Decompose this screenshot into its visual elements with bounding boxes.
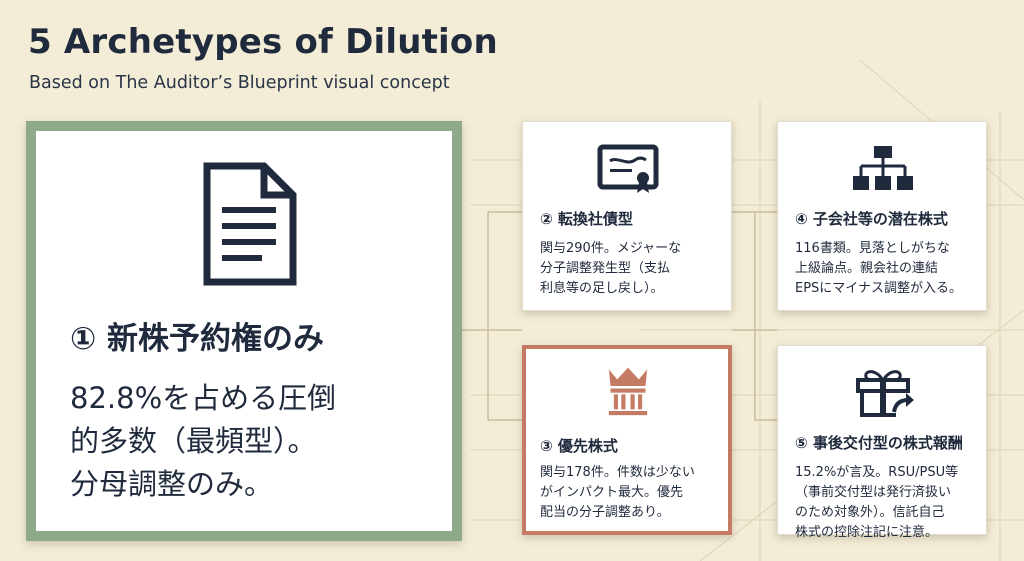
archetype-title-1: ① 新株予約権のみ (70, 321, 325, 357)
archetype-desc-4: 116書類。見落としがちな 上級論点。親会社の連結 EPSにマイナス調整が入る。 (795, 239, 962, 299)
desc-line: 関与178件。件数は少ない (540, 465, 695, 480)
page-title: 5 Archetypes of Dilution (28, 22, 498, 62)
desc-line: EPSにマイナス調整が入る。 (795, 281, 963, 296)
archetype-desc-2: 関与290件。メジャーな 分子調整発生型（支払 利息等の足し戻し）。 (540, 239, 681, 299)
crown-pillar-icon (608, 367, 648, 416)
archetype-card-4: ④ 子会社等の潜在株式 116書類。見落としがちな 上級論点。親会社の連結 EP… (777, 121, 987, 311)
org-chart-icon (853, 146, 913, 190)
archetype-card-1: ① 新株予約権のみ 82.8%を占める圧倒 的多数（最頻型）。 分母調整のみ。 (26, 121, 462, 541)
desc-line: 的多数（最頻型）。 (70, 424, 317, 458)
desc-line: 利息等の足し戻し）。 (540, 281, 664, 296)
archetype-title-4: ④ 子会社等の潜在株式 (795, 210, 948, 228)
archetype-card-5: ⑤ 事後交付型の株式報酬 15.2%が言及。RSU/PSU等 （事前交付型は発行… (777, 345, 987, 540)
desc-line: のため対象外）。信託自己 (795, 505, 945, 520)
desc-line: 関与290件。メジャーな (540, 241, 682, 256)
desc-line: 分子調整発生型（支払 (540, 261, 671, 276)
archetype-title-2: ② 転換社債型 (540, 210, 633, 228)
archetype-title-5: ⑤ 事後交付型の株式報酬 (795, 434, 963, 452)
desc-line: 配当の分子調整あり。 (540, 505, 670, 520)
gift-icon (856, 370, 914, 417)
archetype-card-3: ③ 優先株式 関与178件。件数は少ない がインパクト最大。優先 配当の分子調整… (522, 345, 732, 535)
archetype-title-3: ③ 優先株式 (540, 437, 618, 455)
desc-line: 分母調整のみ。 (70, 467, 274, 501)
desc-line: 82.8%を占める圧倒 (70, 381, 337, 415)
page-subtitle: Based on The Auditor’s Blueprint visual … (29, 73, 450, 93)
certificate-icon (597, 144, 659, 193)
desc-line: がインパクト最大。優先 (540, 485, 684, 500)
archetype-desc-5: 15.2%が言及。RSU/PSU等 （事前交付型は発行済扱い のため対象外）。信… (795, 463, 958, 543)
archetype-desc-1: 82.8%を占める圧倒 的多数（最頻型）。 分母調整のみ。 (70, 377, 336, 506)
archetype-desc-3: 関与178件。件数は少ない がインパクト最大。優先 配当の分子調整あり。 (540, 463, 695, 523)
archetype-card-2: ② 転換社債型 関与290件。メジャーな 分子調整発生型（支払 利息等の足し戻し… (522, 121, 732, 311)
desc-line: （事前交付型は発行済扱い (795, 485, 952, 500)
desc-line: 15.2%が言及。RSU/PSU等 (795, 465, 959, 480)
desc-line: 株式の控除注記に注意。 (795, 525, 939, 540)
desc-line: 116書類。見落としがちな (795, 241, 950, 256)
document-icon (203, 162, 297, 286)
desc-line: 上級論点。親会社の連結 (795, 261, 939, 276)
